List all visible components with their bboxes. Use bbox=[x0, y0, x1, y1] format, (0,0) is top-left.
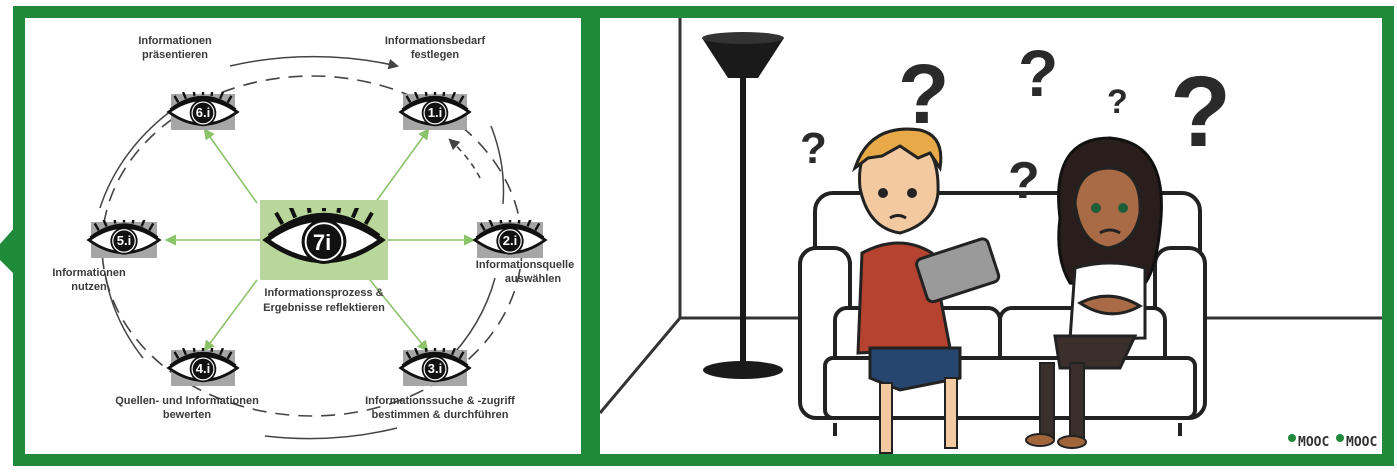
question-mark-5: ? bbox=[1107, 83, 1128, 121]
node-3-search-access: 3.i Informationssuche & -zugriff bestimm… bbox=[365, 348, 515, 421]
question-mark-1: ? bbox=[800, 124, 827, 173]
question-mark-3: ? bbox=[1008, 152, 1040, 210]
seven-i-cycle-diagram: 7i Informationsprozess & Ergebnisse refl… bbox=[52, 35, 574, 440]
node-5-letter: i bbox=[128, 233, 132, 248]
node-3-number: 3. bbox=[428, 361, 439, 376]
mooc-logo-1-text: MOOC bbox=[1298, 435, 1329, 450]
question-mark-4: ? bbox=[1018, 36, 1058, 110]
node-1-number: 1. bbox=[428, 105, 439, 120]
left-pointer-arrow-icon bbox=[0, 226, 16, 276]
svg-text:5.i: 5.i bbox=[117, 233, 131, 248]
node-5-use: 5.i Informationen nutzen bbox=[52, 220, 162, 293]
center-node-7i: 7i Informationsprozess & Ergebnisse refl… bbox=[260, 200, 388, 314]
node-4-label-line1: Quellen- und Informationen bbox=[115, 395, 259, 407]
node-6-present: 6.i Informationen präsentieren bbox=[138, 35, 240, 130]
node-2-number: 2. bbox=[503, 233, 514, 248]
node-4-label-line2: bewerten bbox=[163, 409, 212, 421]
question-mark-2: ? bbox=[898, 47, 949, 141]
node-4-evaluate: 4.i Quellen- und Informationen bewerten bbox=[115, 348, 259, 421]
confused-couple-scene-panel: ? ? ? ? ? ? bbox=[588, 6, 1394, 466]
node-6-label-line1: Informationen bbox=[138, 35, 212, 47]
mooc-logo-2-icon bbox=[1336, 434, 1344, 442]
svg-text:1.i: 1.i bbox=[428, 105, 442, 120]
center-node-label-line1: Informationsprozess & bbox=[264, 287, 383, 299]
node-5-number: 5. bbox=[117, 233, 128, 248]
center-node-number: 7 bbox=[313, 230, 325, 255]
node-2-label-line1: Informationsquelle bbox=[476, 259, 574, 271]
node-6-letter: i bbox=[207, 105, 211, 120]
mooc-logo-2-text: MOOC bbox=[1346, 435, 1377, 450]
node-2-source-selection: 2.i Informationsquelle auswählen bbox=[472, 220, 574, 285]
center-node-label-line2: Ergebnisse reflektieren bbox=[263, 302, 385, 314]
svg-text:3.i: 3.i bbox=[428, 361, 442, 376]
node-1-letter: i bbox=[439, 105, 443, 120]
confused-woman-arms-crossed bbox=[1025, 136, 1163, 449]
svg-text:2.i: 2.i bbox=[503, 233, 517, 248]
floor-lamp-icon bbox=[702, 32, 784, 379]
node-1-information-need: 1.i Informationsbedarf festlegen bbox=[385, 35, 486, 130]
svg-text:6.i: 6.i bbox=[196, 105, 210, 120]
node-3-label-line1: Informationssuche & -zugriff bbox=[365, 395, 515, 407]
cartoon-scene: ? ? ? ? ? ? bbox=[600, 18, 1382, 454]
information-process-diagram-panel: 7i Informationsprozess & Ergebnisse refl… bbox=[13, 6, 593, 466]
confused-man-with-tablet bbox=[852, 127, 1001, 454]
node-6-number: 6. bbox=[196, 105, 207, 120]
node-4-number: 4. bbox=[196, 361, 207, 376]
node-3-letter: i bbox=[439, 361, 443, 376]
svg-text:4.i: 4.i bbox=[196, 361, 210, 376]
node-5-label-line1: Informationen bbox=[52, 267, 126, 279]
node-1-label-line2: festlegen bbox=[411, 49, 460, 61]
center-to-node-arrows bbox=[164, 128, 476, 352]
svg-text:7i: 7i bbox=[313, 230, 331, 255]
node-2-letter: i bbox=[514, 233, 518, 248]
node-5-label-line2: nutzen bbox=[71, 281, 107, 293]
question-mark-6: ? bbox=[1170, 56, 1231, 168]
node-3-label-line2: bestimmen & durchführen bbox=[372, 409, 509, 421]
node-4-letter: i bbox=[207, 361, 211, 376]
node-2-label-line2: auswählen bbox=[505, 273, 562, 285]
center-node-letter: i bbox=[325, 230, 331, 255]
mooc-logo-1-icon bbox=[1288, 434, 1296, 442]
inner-cycle-arrow bbox=[448, 138, 481, 179]
mooc-brand-logos: MOOC MOOC bbox=[1288, 434, 1377, 450]
node-1-label-line1: Informationsbedarf bbox=[385, 35, 486, 47]
node-6-label-line2: präsentieren bbox=[142, 49, 208, 61]
